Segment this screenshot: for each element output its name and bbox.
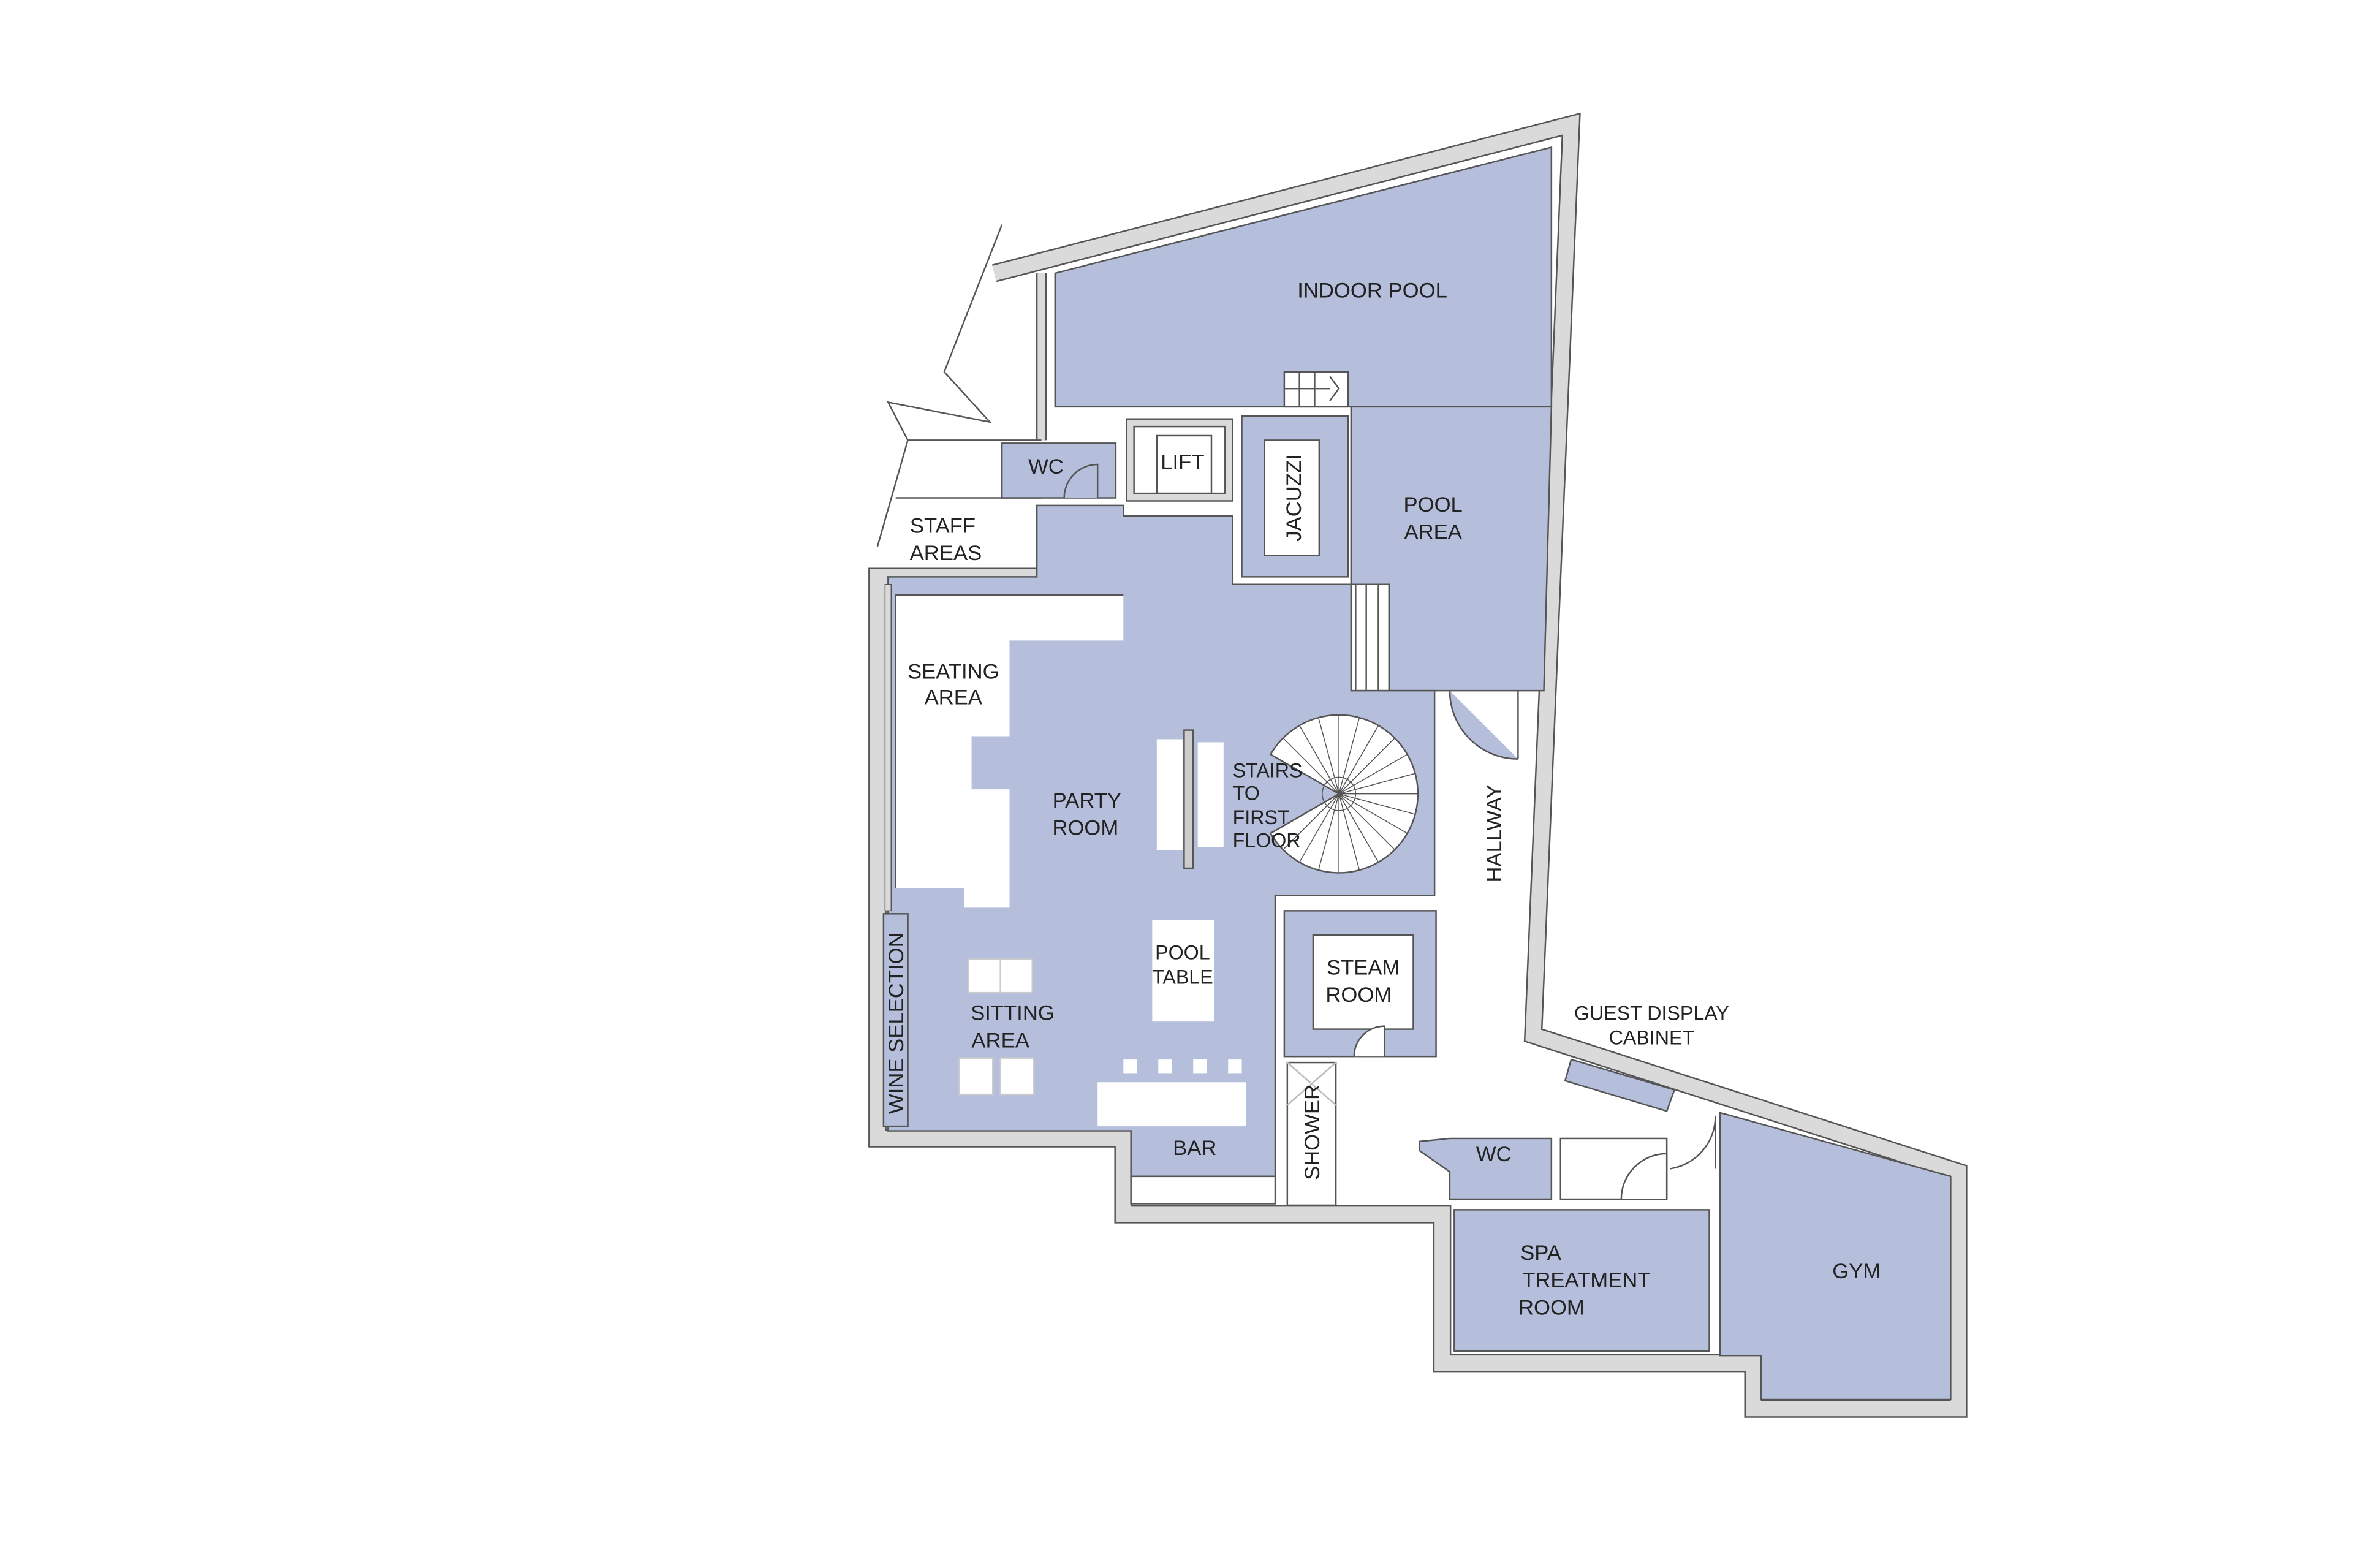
- label-steam-room: STEAM: [1327, 956, 1400, 979]
- label-staff-areas: STAFF: [910, 515, 976, 538]
- room-spa-treatment: [1453, 1209, 1710, 1352]
- label-pool-table-2: TABLE: [1152, 966, 1213, 988]
- pool-area-steps: [1355, 583, 1390, 692]
- door-swing: [1063, 463, 1099, 498]
- sofa: [958, 958, 1035, 1096]
- label-pool-table: POOL: [1155, 942, 1210, 964]
- label-stairs-4: FLOOR: [1233, 829, 1301, 851]
- bar-stools: [1123, 1059, 1242, 1074]
- label-shower: SHOWER: [1301, 1085, 1324, 1180]
- label-seating-area: SEATING: [907, 660, 999, 683]
- spiral-stair-tread: [1299, 793, 1339, 863]
- room-seating-area: [895, 595, 1124, 908]
- spiral-stair-tread: [1338, 793, 1395, 850]
- spiral-stair-tread: [1338, 793, 1415, 815]
- label-bar: BAR: [1173, 1137, 1216, 1160]
- label-pool-area-2: AREA: [1404, 520, 1462, 543]
- spiral-stair-tread: [1318, 793, 1339, 871]
- label-stairs-3: FIRST: [1233, 806, 1290, 828]
- room-wc-lower: [1419, 1137, 1553, 1200]
- spiral-stair-tread: [1318, 717, 1339, 794]
- spiral-stair-tread: [1338, 773, 1415, 795]
- label-staff-areas-2: AREAS: [910, 542, 982, 565]
- spiral-stair-tread: [1283, 793, 1339, 850]
- room-gym: [1719, 1112, 1952, 1401]
- label-pool-area: POOL: [1403, 493, 1462, 517]
- label-party-room-2: ROOM: [1052, 816, 1118, 839]
- wine-selection: [882, 913, 909, 1127]
- spiral-stair-tread: [1338, 793, 1379, 863]
- dining-table: [1156, 739, 1224, 850]
- pool-steps: [1283, 371, 1349, 408]
- label-stairs-1: STAIRS: [1233, 759, 1303, 781]
- label-hallway: HALLWAY: [1483, 784, 1506, 882]
- room-shower: [1286, 1061, 1337, 1206]
- label-spa-2: TREATMENT: [1522, 1269, 1650, 1292]
- label-steam-room-2: ROOM: [1325, 983, 1392, 1007]
- label-seating-area-2: AREA: [925, 686, 983, 709]
- label-sitting-area-2: AREA: [971, 1029, 1029, 1052]
- spiral-stair-tread: [1270, 754, 1339, 795]
- divider: [1183, 729, 1194, 869]
- label-indoor-pool: INDOOR POOL: [1297, 279, 1447, 303]
- label-gym: GYM: [1832, 1260, 1881, 1283]
- spiral-stair-tread: [1338, 793, 1408, 834]
- guest-display-cabinet: [1564, 1058, 1676, 1112]
- spiral-stair-tread: [1283, 737, 1339, 795]
- label-wine-selection: WINE SELECTION: [885, 932, 908, 1114]
- spiral-stair-tread: [1299, 725, 1339, 794]
- label-spa-3: ROOM: [1518, 1296, 1585, 1319]
- label-wc-upper: WC: [1028, 455, 1064, 479]
- bar-counter: [1097, 1082, 1246, 1127]
- label-jacuzzi: JACUZZI: [1283, 454, 1306, 542]
- spiral-stair-tread: [1338, 717, 1360, 794]
- spiral-stairs-core: [1322, 776, 1357, 811]
- spiral-stair-tread: [1338, 793, 1360, 871]
- pool-table: [1152, 920, 1214, 1022]
- label-sitting-area: SITTING: [971, 1002, 1055, 1025]
- spiral-stair-tread: [1270, 793, 1339, 834]
- label-wc-lower: WC: [1476, 1143, 1512, 1166]
- spiral-stair-tread: [1338, 725, 1379, 794]
- spiral-stair-tread: [1338, 737, 1395, 795]
- spiral-stairs: [1269, 714, 1419, 874]
- spiral-stair-tread: [1338, 754, 1408, 795]
- label-guest-display-2: CABINET: [1609, 1026, 1695, 1048]
- jacuzzi: [1264, 439, 1320, 556]
- label-lift: LIFT: [1161, 450, 1204, 474]
- entrance-outline: [876, 224, 1003, 547]
- label-stairs-2: TO: [1233, 782, 1260, 805]
- label-spa-1: SPA: [1520, 1241, 1562, 1265]
- label-guest-display: GUEST DISPLAY: [1574, 1002, 1729, 1025]
- label-party-room: PARTY: [1053, 789, 1121, 812]
